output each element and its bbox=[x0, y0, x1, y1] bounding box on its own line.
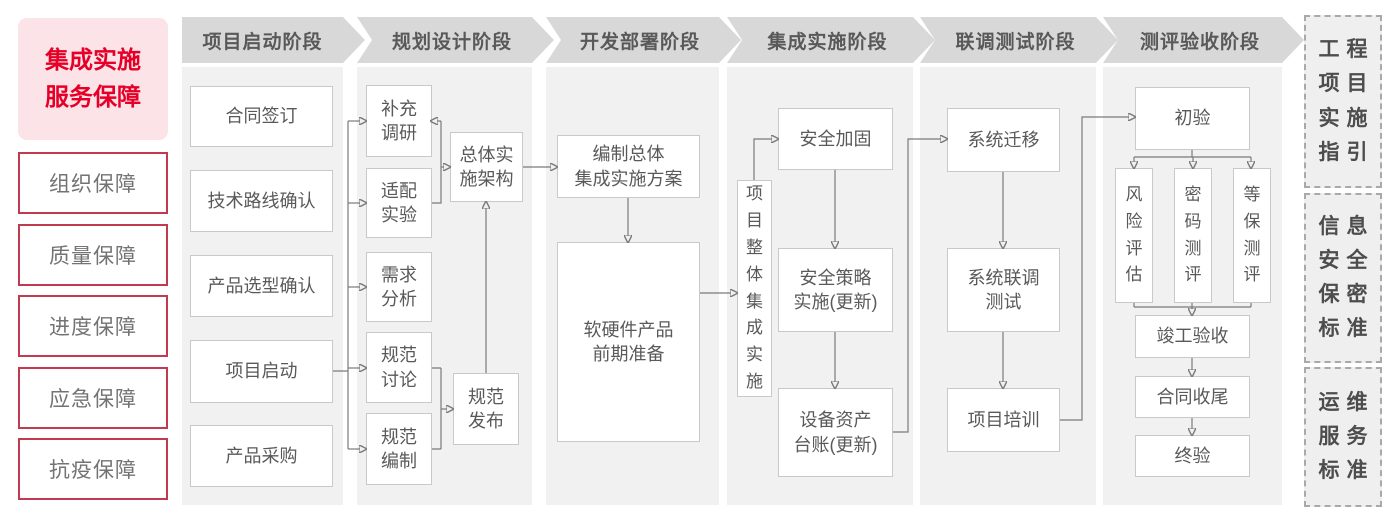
phase-banner-integration-impl: 集成实施阶段 bbox=[727, 17, 935, 63]
phase-banner-eval-acceptance: 测评验收阶段 bbox=[1103, 17, 1304, 63]
legend-item-organization: 组织保障 bbox=[18, 152, 168, 214]
node-hw-sw-preparation: 软硬件产品 前期准备 bbox=[557, 242, 700, 442]
legend-item-epidemic: 抗疫保障 bbox=[18, 438, 168, 500]
node-security-hardening: 安全加固 bbox=[778, 108, 893, 170]
phase-banner-joint-test: 联调测试阶段 bbox=[920, 17, 1118, 63]
node-contract-closure: 合同收尾 bbox=[1135, 376, 1250, 418]
legend-item-emergency: 应急保障 bbox=[18, 367, 168, 429]
node-adaptation-test: 适配 实验 bbox=[366, 168, 432, 238]
node-final-acceptance: 终验 bbox=[1135, 435, 1250, 477]
node-overall-project-integration: 项 目 整 体 集 成 实 施 bbox=[737, 180, 772, 397]
node-spec-drafting: 规范 编制 bbox=[366, 413, 432, 485]
node-project-kickoff: 项目启动 bbox=[190, 340, 333, 403]
node-risk-assessment: 风 险 评 估 bbox=[1115, 168, 1153, 303]
legend-item-schedule: 进度保障 bbox=[18, 295, 168, 357]
node-overall-impl-architecture: 总体实 施架构 bbox=[450, 132, 523, 202]
legend-title: 集成实施 服务保障 bbox=[18, 18, 168, 140]
node-classified-protection-eval: 等 保 测 评 bbox=[1233, 168, 1271, 303]
node-security-policy-impl: 安全策略 实施(更新) bbox=[778, 248, 893, 332]
node-system-joint-test: 系统联调 测试 bbox=[947, 248, 1060, 332]
standard-project-impl-guide: 工程 项目 实施 指引 bbox=[1304, 15, 1382, 188]
node-product-selection-confirm: 产品选型确认 bbox=[190, 255, 333, 317]
node-product-procurement: 产品采购 bbox=[190, 425, 333, 487]
node-contract-signing: 合同签订 bbox=[190, 86, 333, 147]
legend-item-quality: 质量保障 bbox=[18, 224, 168, 286]
node-spec-discussion: 规范 讨论 bbox=[366, 332, 432, 403]
node-tech-route-confirm: 技术路线确认 bbox=[190, 170, 333, 232]
node-preliminary-acceptance: 初验 bbox=[1135, 87, 1250, 150]
node-asset-ledger-update: 设备资产 台账(更新) bbox=[778, 388, 893, 477]
node-crypto-evaluation: 密 码 测 评 bbox=[1174, 168, 1212, 303]
node-requirement-analysis: 需求 分析 bbox=[366, 252, 432, 322]
node-compile-integration-plan: 编制总体 集成实施方案 bbox=[557, 135, 700, 198]
standard-om-service: 运维 服务 标准 bbox=[1304, 367, 1382, 507]
phase-banner-project-kickoff: 项目启动阶段 bbox=[182, 17, 365, 63]
node-spec-release: 规范 发布 bbox=[453, 373, 519, 445]
node-system-migration: 系统迁移 bbox=[947, 108, 1060, 172]
phase-banner-planning-design: 规划设计阶段 bbox=[357, 17, 554, 63]
node-project-training: 项目培训 bbox=[947, 388, 1060, 452]
node-completion-acceptance: 竣工验收 bbox=[1135, 315, 1250, 358]
standard-info-security-confidentiality: 信息 安全 保密 标准 bbox=[1304, 193, 1382, 363]
phase-banner-develop-deploy: 开发部署阶段 bbox=[546, 17, 741, 63]
node-supplementary-research: 补充 调研 bbox=[366, 85, 432, 157]
